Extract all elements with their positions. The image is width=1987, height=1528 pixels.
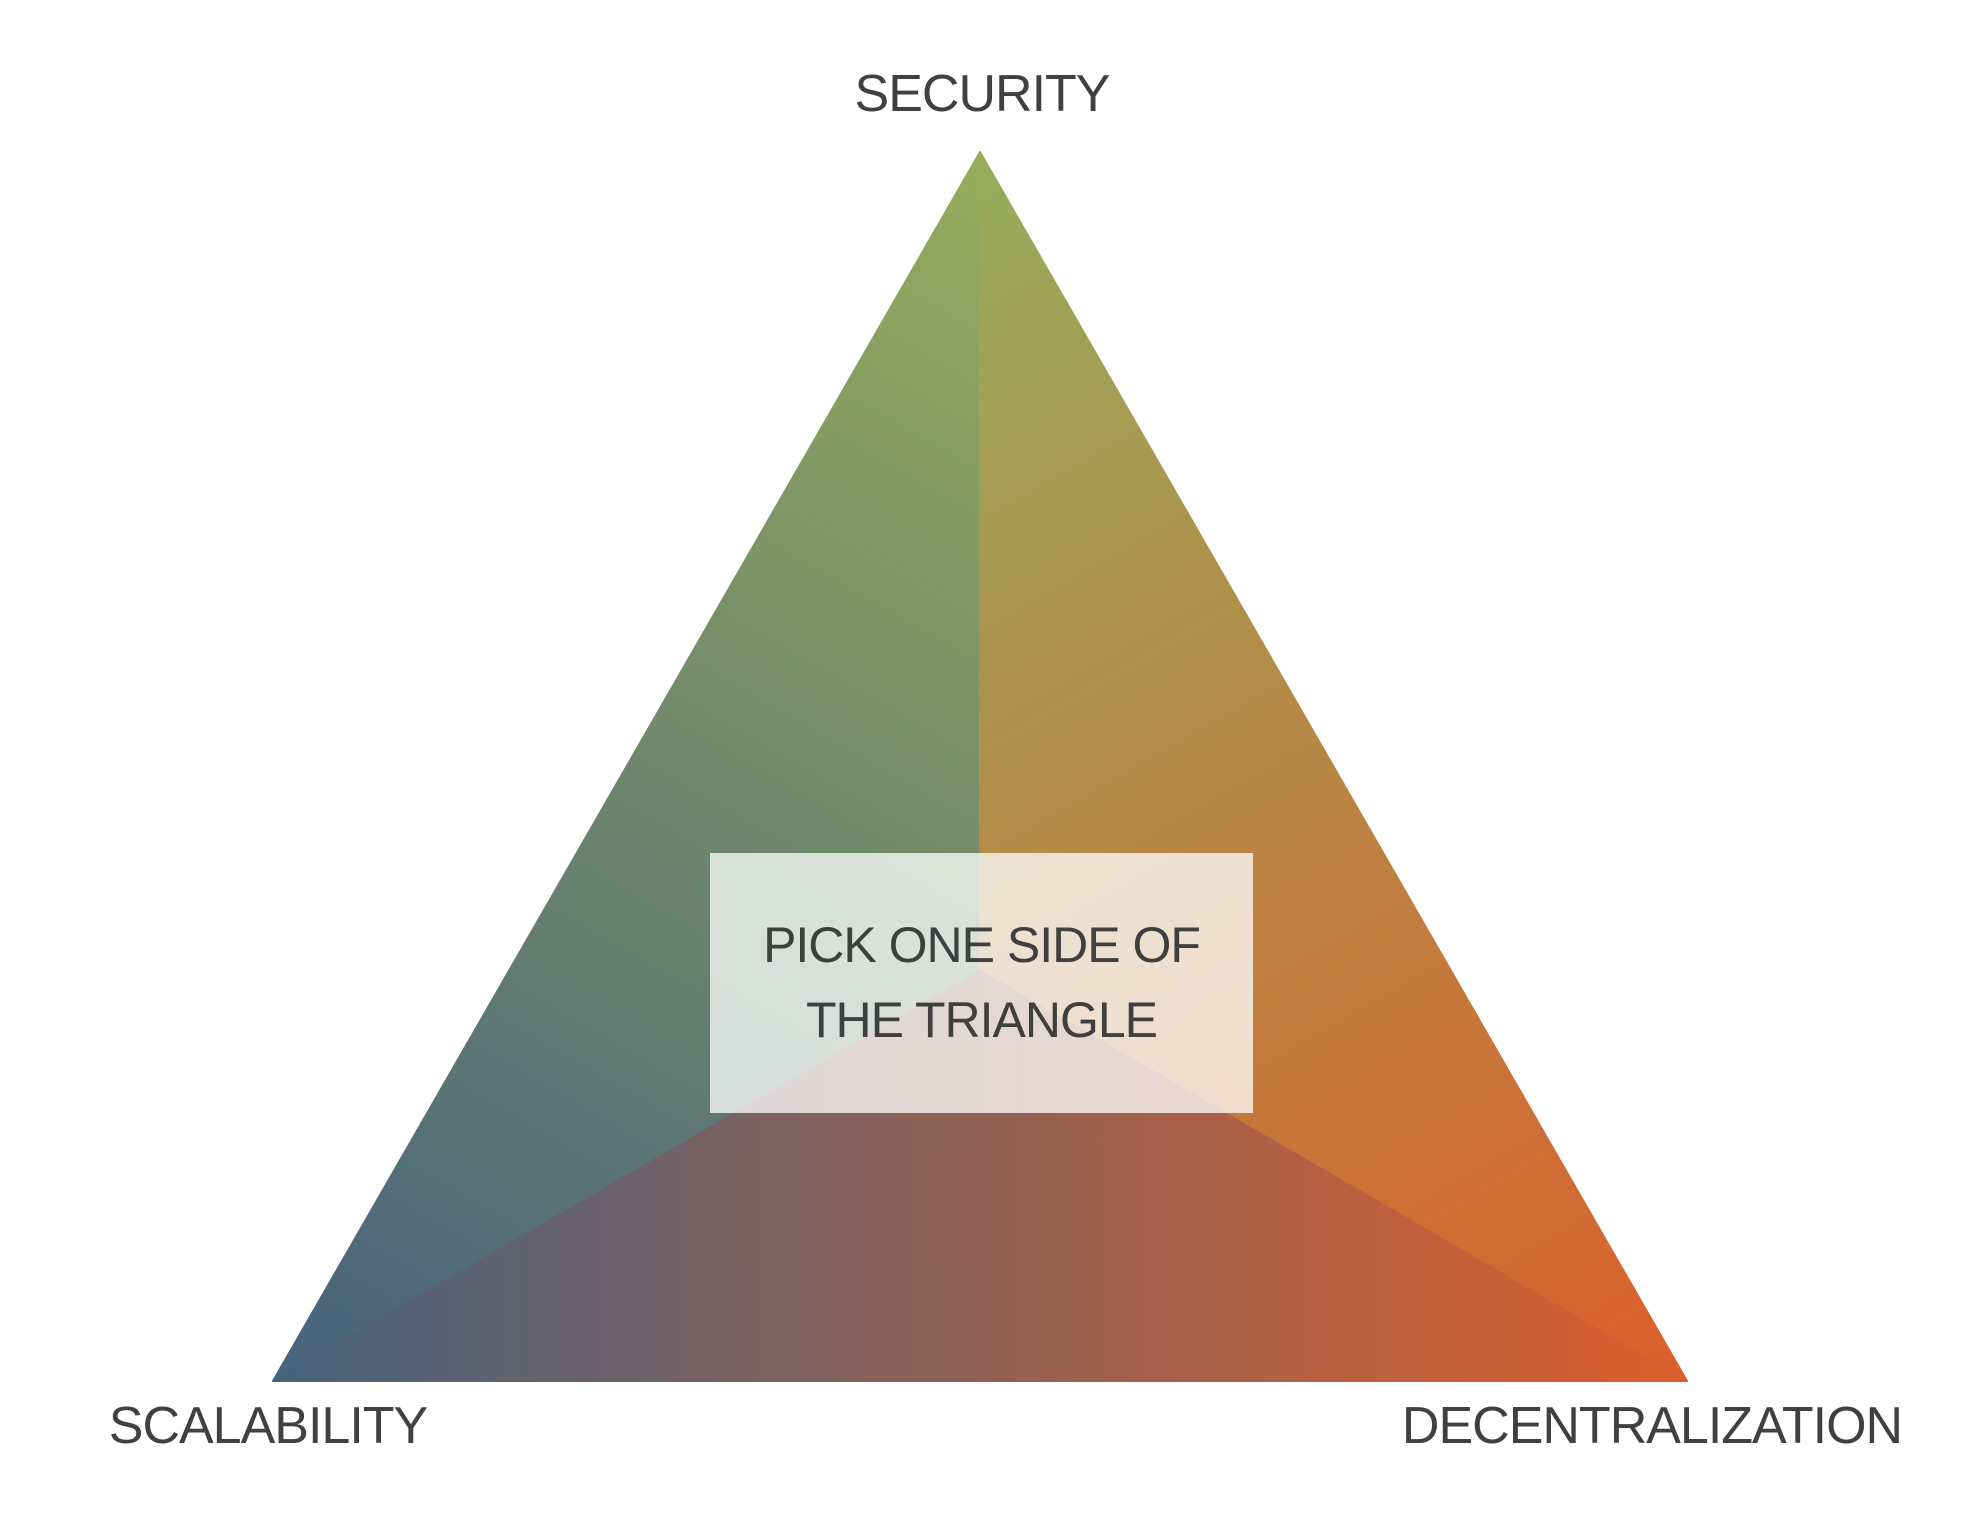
vertex-label-decentralization: DECENTRALIZATION [1401, 1397, 1903, 1455]
center-callout-line1: PICK ONE SIDE OF [763, 917, 1201, 973]
center-callout-line2: THE TRIANGLE [805, 992, 1158, 1048]
center-callout-box: PICK ONE SIDE OF THE TRIANGLE [710, 853, 1253, 1113]
vertex-label-security: SECURITY [854, 65, 1111, 123]
triangle-bottom-face [272, 970, 1688, 1382]
vertex-label-scalability: SCALABILITY [108, 1397, 428, 1455]
